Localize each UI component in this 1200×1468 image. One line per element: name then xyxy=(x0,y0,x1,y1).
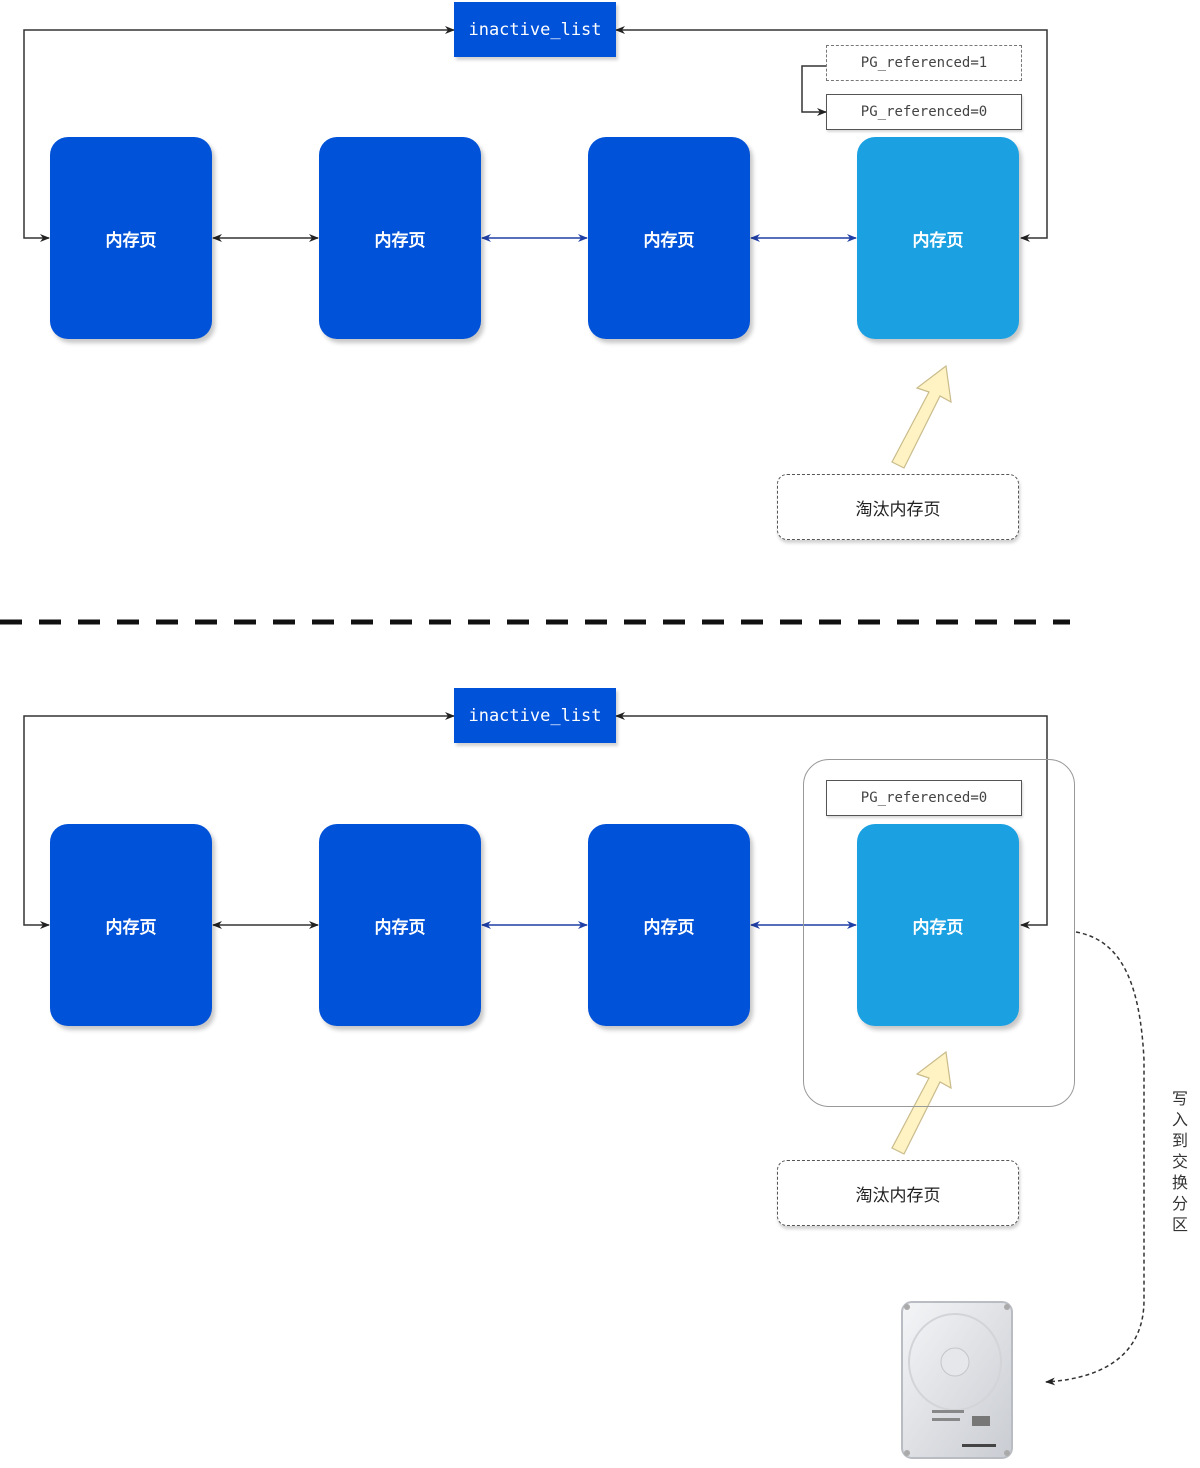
hard-disk-icon xyxy=(901,1301,1013,1459)
bottom-flag-referenced-0-text: PG_referenced=0 xyxy=(860,790,988,806)
swap-write-label: 写入到交换分区 xyxy=(1171,1089,1188,1234)
top-memory-page-2-label: 内存页 xyxy=(374,230,426,251)
bottom-evict-page-label: 淘汰内存页 xyxy=(777,1160,1019,1226)
top-flag-referenced-1-text: PG_referenced=1 xyxy=(860,55,988,71)
top-memory-page-1: 内存页 xyxy=(50,137,212,339)
swap-write-arrow xyxy=(1045,931,1145,1386)
bottom-evict-arrow xyxy=(891,1050,952,1155)
top-flag-referenced-1: PG_referenced=1 xyxy=(826,45,1022,81)
top-evict-page-text: 淘汰内存页 xyxy=(855,499,941,520)
top-memory-page-3-label: 内存页 xyxy=(643,230,695,251)
top-memory-page-2: 内存页 xyxy=(319,137,481,339)
bottom-memory-page-2-label: 内存页 xyxy=(374,917,426,938)
bottom-evicted-group xyxy=(803,759,1075,1107)
bottom-memory-page-3-label: 内存页 xyxy=(643,917,695,938)
top-memory-page-1-label: 内存页 xyxy=(105,230,157,251)
top-flag-referenced-0-text: PG_referenced=0 xyxy=(860,104,988,120)
top-memory-page-4: 内存页 xyxy=(857,137,1019,339)
bottom-inactive-list-head: inactive_list xyxy=(454,688,616,743)
top-memory-page-3: 内存页 xyxy=(588,137,750,339)
bottom-memory-page-3: 内存页 xyxy=(588,824,750,1026)
bottom-memory-page-1-label: 内存页 xyxy=(105,917,157,938)
top-inactive-list-label: inactive_list xyxy=(468,19,602,40)
bottom-flag-referenced-0: PG_referenced=0 xyxy=(826,780,1022,816)
bottom-memory-page-4-label: 内存页 xyxy=(912,917,964,938)
flag-transition-arrow xyxy=(801,65,827,116)
bottom-loop-right xyxy=(615,712,1048,929)
top-evict-arrow xyxy=(891,364,952,469)
top-loop-left xyxy=(23,26,455,242)
bottom-memory-page-1: 内存页 xyxy=(50,824,212,1026)
top-inactive-list-head: inactive_list xyxy=(454,2,616,57)
top-loop-right xyxy=(615,26,1048,242)
bottom-memory-page-2: 内存页 xyxy=(319,824,481,1026)
bottom-memory-page-4: 内存页 xyxy=(857,824,1019,1026)
bottom-inactive-list-label: inactive_list xyxy=(468,705,602,726)
top-flag-referenced-0: PG_referenced=0 xyxy=(826,94,1022,130)
bottom-loop-left xyxy=(23,712,455,929)
bottom-evict-page-text: 淘汰内存页 xyxy=(855,1185,941,1206)
top-links xyxy=(23,26,1048,242)
top-memory-page-4-label: 内存页 xyxy=(912,230,964,251)
top-evict-page-label: 淘汰内存页 xyxy=(777,474,1019,540)
